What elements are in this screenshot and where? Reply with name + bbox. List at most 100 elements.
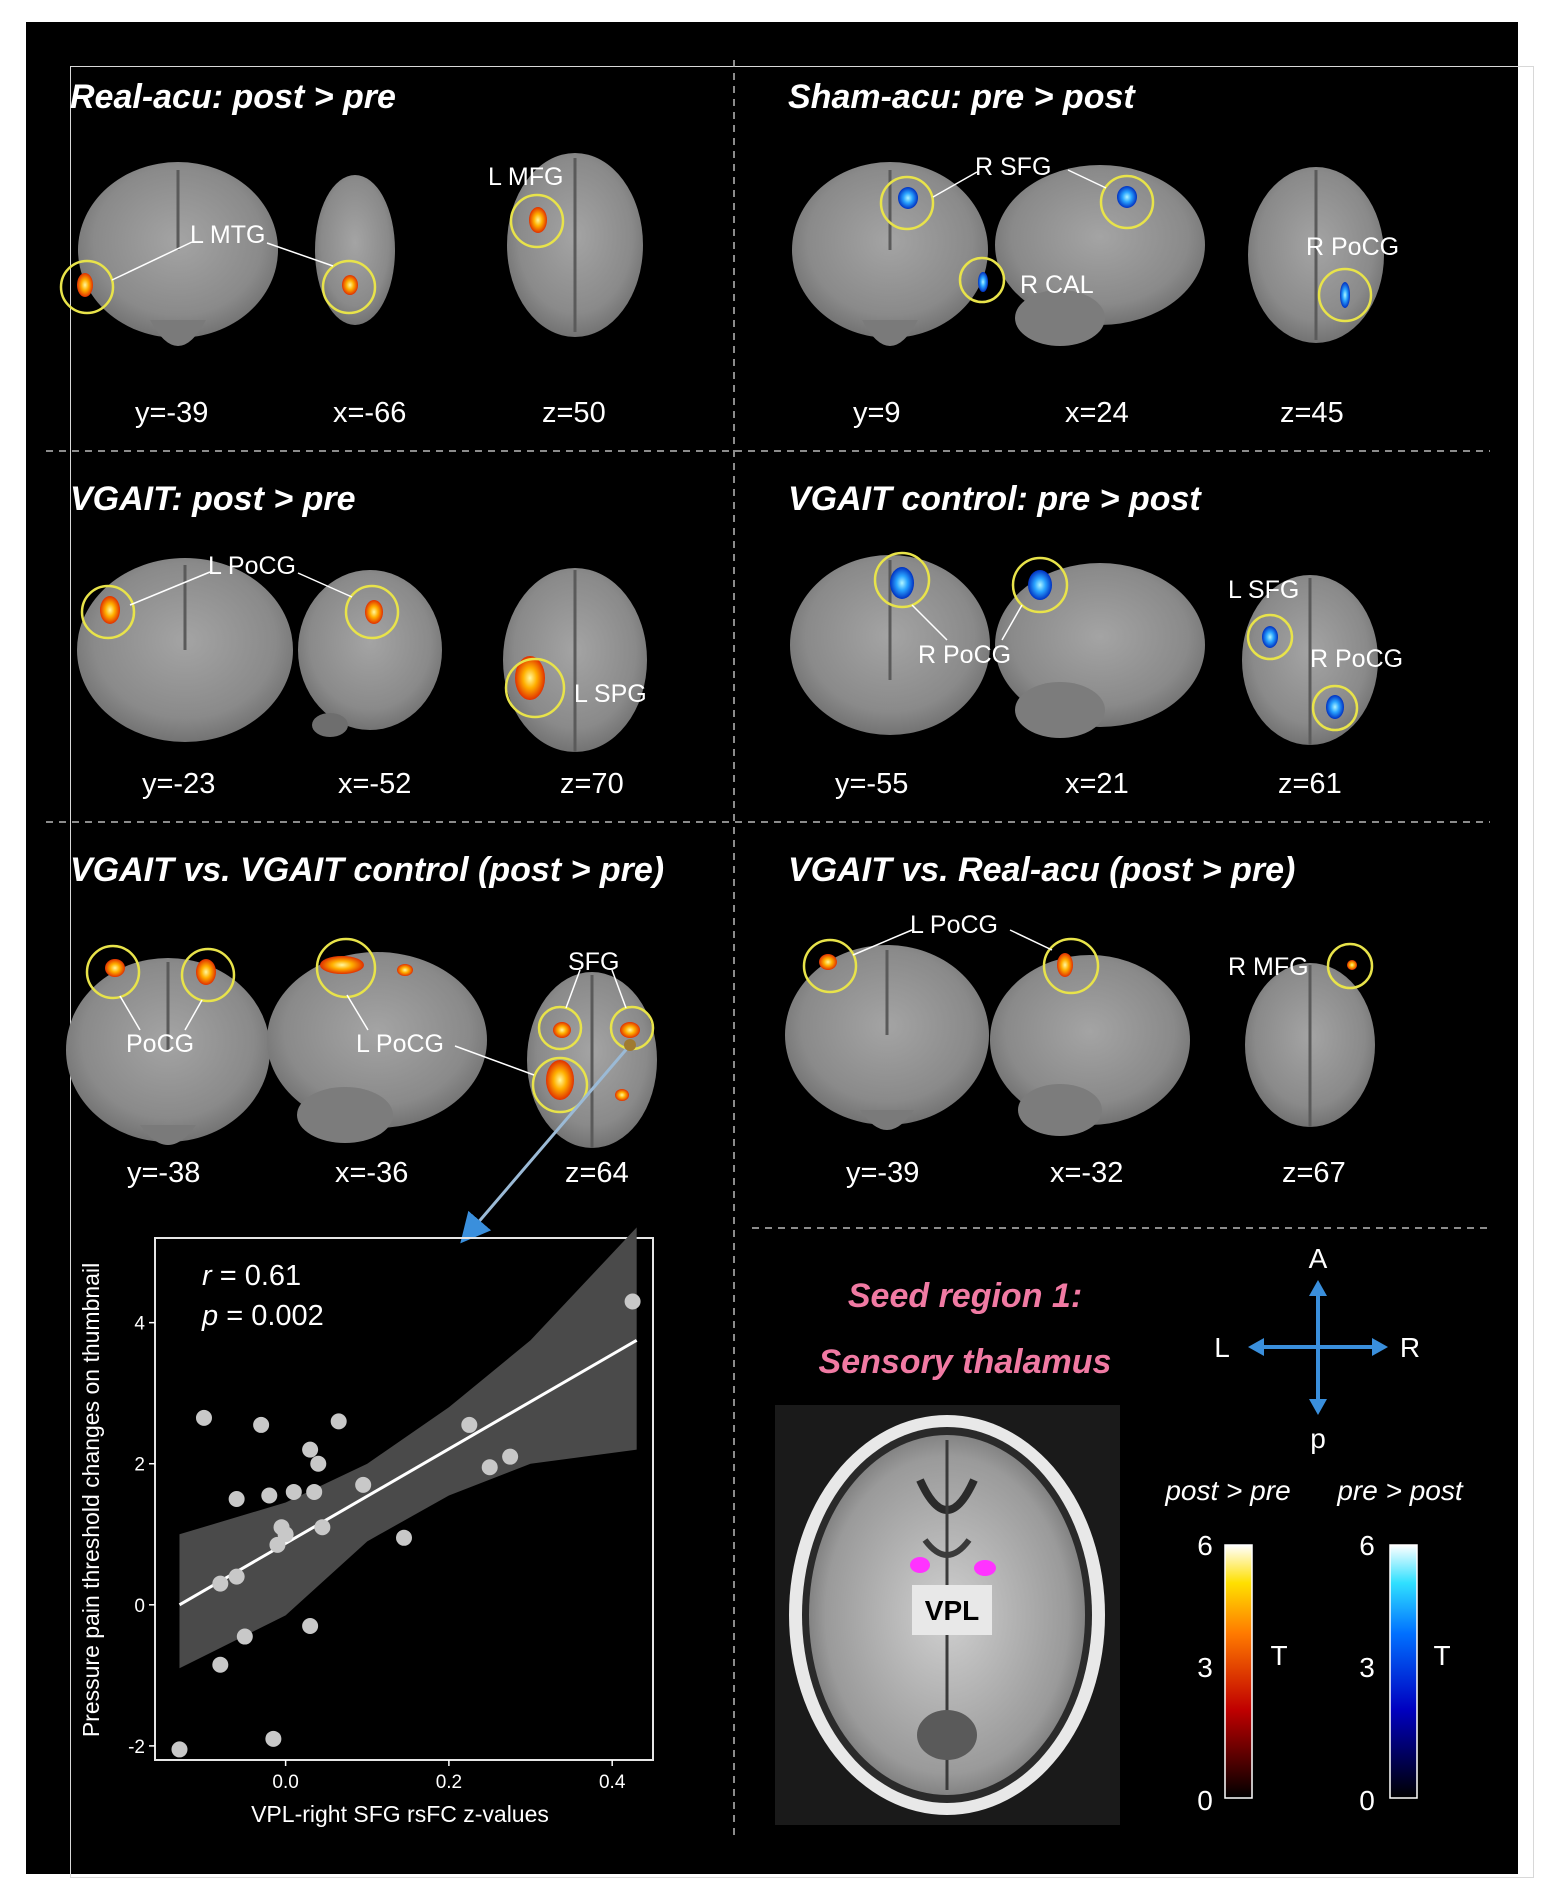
arrowhead-right: [1372, 1338, 1388, 1356]
seed-title-line1: Seed region 1:: [848, 1277, 1082, 1315]
orientation-l: L: [1214, 1332, 1230, 1363]
brain-coronal-slice: [785, 945, 989, 1130]
stat-r: r = 0.61: [202, 1260, 301, 1292]
coord-x: x=21: [1065, 768, 1129, 800]
fit-line: [178, 1338, 638, 1607]
panel-title-vgait-vs-control: VGAIT vs. VGAIT control (post > pre): [70, 851, 664, 889]
activation-blob: [890, 567, 914, 599]
coord-z: z=70: [560, 768, 624, 800]
colorbar-mid: 3: [1197, 1652, 1213, 1683]
brain-sagittal-slice: [995, 563, 1205, 738]
label-l-pocg: L PoCG: [356, 1030, 444, 1058]
panel-real-acu: L MTG L MFG y=-39 x=-66 z=50: [59, 153, 643, 429]
arrowhead-anterior: [1309, 1280, 1327, 1296]
brain-axial-slice: [503, 568, 647, 752]
label-pocg: PoCG: [126, 1030, 194, 1058]
coord-x: x=-66: [333, 397, 406, 429]
y-tick-label: 2: [134, 1455, 145, 1476]
colorbar-mid: 3: [1359, 1652, 1375, 1683]
colorbar-title: post > pre: [1164, 1475, 1290, 1506]
plot-frame: [154, 1237, 654, 1761]
label-l-spg: L SPG: [574, 680, 647, 708]
label-leaders: [932, 169, 1107, 198]
colorbar-unit: T: [1433, 1640, 1450, 1671]
coord-z: z=64: [565, 1157, 629, 1189]
roi-circles: [80, 584, 566, 719]
coord-y: y=-38: [127, 1157, 200, 1189]
axial-brain-image: VPL: [775, 1405, 1120, 1825]
data-point: [355, 1476, 372, 1493]
panel-vgait-control: R PoCG L SFG R PoCG y=-55 x=21 z=61: [790, 551, 1403, 800]
data-point: [624, 1293, 641, 1310]
y-tick-label: 0: [134, 1596, 145, 1617]
x-tick-label: 0.2: [436, 1772, 462, 1793]
panel-title-vgait-control: VGAIT control: pre > post: [788, 480, 1202, 518]
data-point: [261, 1487, 278, 1504]
roi-circles: [59, 193, 565, 315]
brain-coronal-slice: [792, 162, 988, 346]
activation-blob: [819, 954, 837, 970]
coord-x: x=-36: [335, 1157, 408, 1189]
brain-axial-slice: [507, 153, 643, 337]
activation-blob: [978, 272, 988, 292]
brain-sagittal-slice: [267, 952, 487, 1143]
activation-blob: [342, 275, 358, 295]
vpl-label-box: [912, 1585, 992, 1635]
orientation-p: p: [1310, 1423, 1326, 1454]
colorbar-max: 6: [1359, 1530, 1375, 1561]
orientation-a: A: [1309, 1243, 1328, 1274]
panel-vgait-vs-real-acu: L PoCG R MFG y=-39 x=-32 z=67: [785, 911, 1375, 1189]
panel-titles: Real-acu: post > pre Sham-acu: pre > pos…: [70, 78, 1295, 889]
activation-blob: [365, 600, 383, 624]
brain-sagittal-slice: [298, 570, 442, 737]
activation-blob: [1326, 695, 1344, 719]
data-point: [228, 1491, 245, 1507]
panel-dividers: [46, 60, 1490, 1838]
y-tick-label: 4: [134, 1314, 145, 1335]
data-point: [314, 1519, 331, 1536]
link-arrow: [460, 1044, 632, 1244]
coord-z: z=45: [1280, 397, 1344, 429]
data-point: [302, 1617, 319, 1634]
label-l-pocg: L PoCG: [208, 552, 296, 580]
activation-blob: [1262, 626, 1278, 648]
activation-blob: [1340, 282, 1350, 308]
x-tick-label: 0.4: [599, 1772, 626, 1793]
orientation-r: R: [1400, 1332, 1420, 1363]
data-point: [502, 1448, 519, 1465]
label-vpl: VPL: [925, 1595, 979, 1626]
data-point: [461, 1416, 478, 1433]
x-tick-label: 0.0: [272, 1772, 298, 1793]
label-l-pocg: L PoCG: [910, 911, 998, 939]
coord-x: x=-32: [1050, 1157, 1123, 1189]
data-point: [212, 1575, 229, 1592]
activation-blob: [320, 956, 364, 974]
activation-blob: [620, 1022, 640, 1038]
data-point: [236, 1628, 253, 1645]
brain-coronal-slice: [790, 555, 990, 735]
brain-coronal-slice: [66, 958, 270, 1145]
activation-blob: [515, 656, 545, 700]
colorbar-unit: T: [1270, 1640, 1287, 1671]
panel-sham-acu: R SFG R CAL R PoCG y=9 x=24 z=45: [792, 153, 1399, 429]
seed-title-line2: Sensory thalamus: [819, 1343, 1112, 1381]
regression-line: [178, 1338, 638, 1607]
data-point: [253, 1416, 270, 1433]
activation-blob: [1347, 960, 1357, 970]
activation-blob: [553, 1022, 571, 1038]
roi-circles: [873, 551, 1359, 732]
colorbar-max: 6: [1197, 1530, 1213, 1561]
coord-y: y=-23: [142, 768, 215, 800]
coord-y: y=-55: [835, 768, 908, 800]
label-leaders: [852, 929, 1053, 956]
label-r-pocg: R PoCG: [1306, 233, 1399, 261]
label-l-mfg: L MFG: [488, 163, 563, 191]
data-point: [330, 1413, 347, 1430]
label-r-cal: R CAL: [1020, 271, 1094, 299]
figure-border: [70, 66, 1534, 1878]
confidence-band: [179, 1227, 637, 1669]
data-point: [310, 1455, 327, 1472]
brain-axial-slice: [1242, 575, 1378, 745]
activation-blob: [100, 596, 120, 624]
